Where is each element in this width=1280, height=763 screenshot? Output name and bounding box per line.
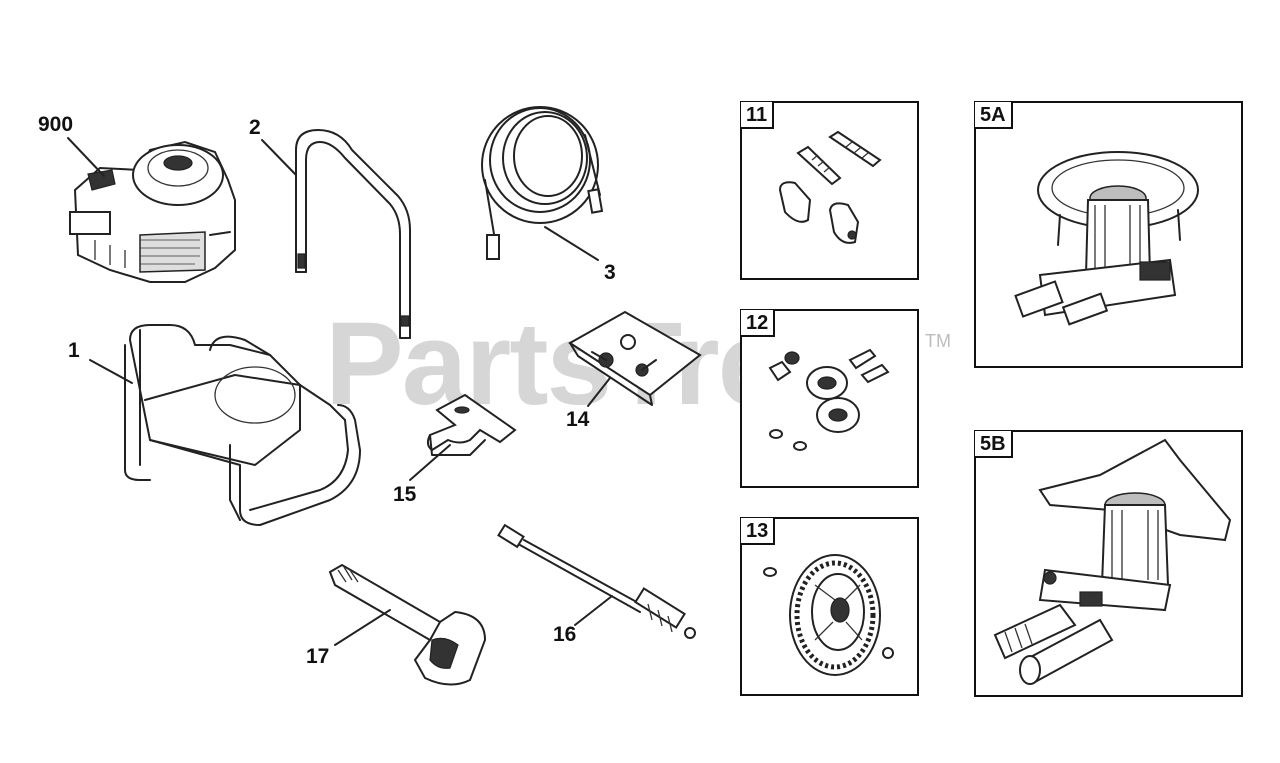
pump-a-part[interactable] [1014, 151, 1199, 326]
gun-leader-line [334, 609, 391, 646]
callout-frame: 1 [68, 339, 80, 362]
engine-part[interactable] [69, 140, 236, 283]
box-hardware-kit [740, 101, 919, 280]
box-label-pump-b: 5B [975, 431, 1013, 458]
handle-part[interactable] [295, 129, 411, 339]
box-label-pump-a: 5A [975, 102, 1013, 129]
callout-bracket: 15 [393, 483, 417, 506]
box-label-wheel-hardware: 12 [741, 310, 776, 337]
callout-hardware-bag: 14 [566, 408, 590, 431]
box-pump-b [974, 430, 1243, 697]
callout-handle: 2 [249, 116, 261, 139]
lance-leader-line [574, 595, 613, 626]
box-wheel [740, 517, 919, 696]
bracket-leader-line [409, 444, 451, 481]
box-label-wheel: 13 [741, 518, 776, 545]
wheel-hardware-part[interactable] [768, 348, 890, 451]
spray-gun-part[interactable] [328, 563, 487, 686]
engine-leader-line [67, 137, 105, 177]
hose-leader-line [544, 226, 599, 261]
frame-leader-line [89, 359, 133, 384]
watermark-trademark: TM [925, 331, 951, 351]
callout-engine: 900 [38, 113, 74, 136]
pump-b-part[interactable] [993, 438, 1232, 685]
hardware-bag-part[interactable] [568, 310, 702, 406]
box-label-hardware-kit: 11 [741, 102, 775, 129]
frame-part[interactable] [124, 324, 361, 526]
box-wheel-hardware [740, 309, 919, 488]
callout-hose: 3 [604, 261, 616, 284]
bolts-part[interactable] [778, 130, 882, 244]
handle-leader-line [261, 139, 297, 176]
callout-spray-gun: 17 [306, 645, 330, 668]
bracket-part[interactable] [426, 393, 517, 456]
lance-part[interactable] [497, 523, 696, 639]
bag-leader-line [587, 377, 611, 407]
box-pump-a [974, 101, 1243, 368]
wheel-part[interactable] [763, 554, 894, 676]
hose-part[interactable] [481, 106, 604, 260]
callout-lance: 16 [553, 623, 577, 646]
